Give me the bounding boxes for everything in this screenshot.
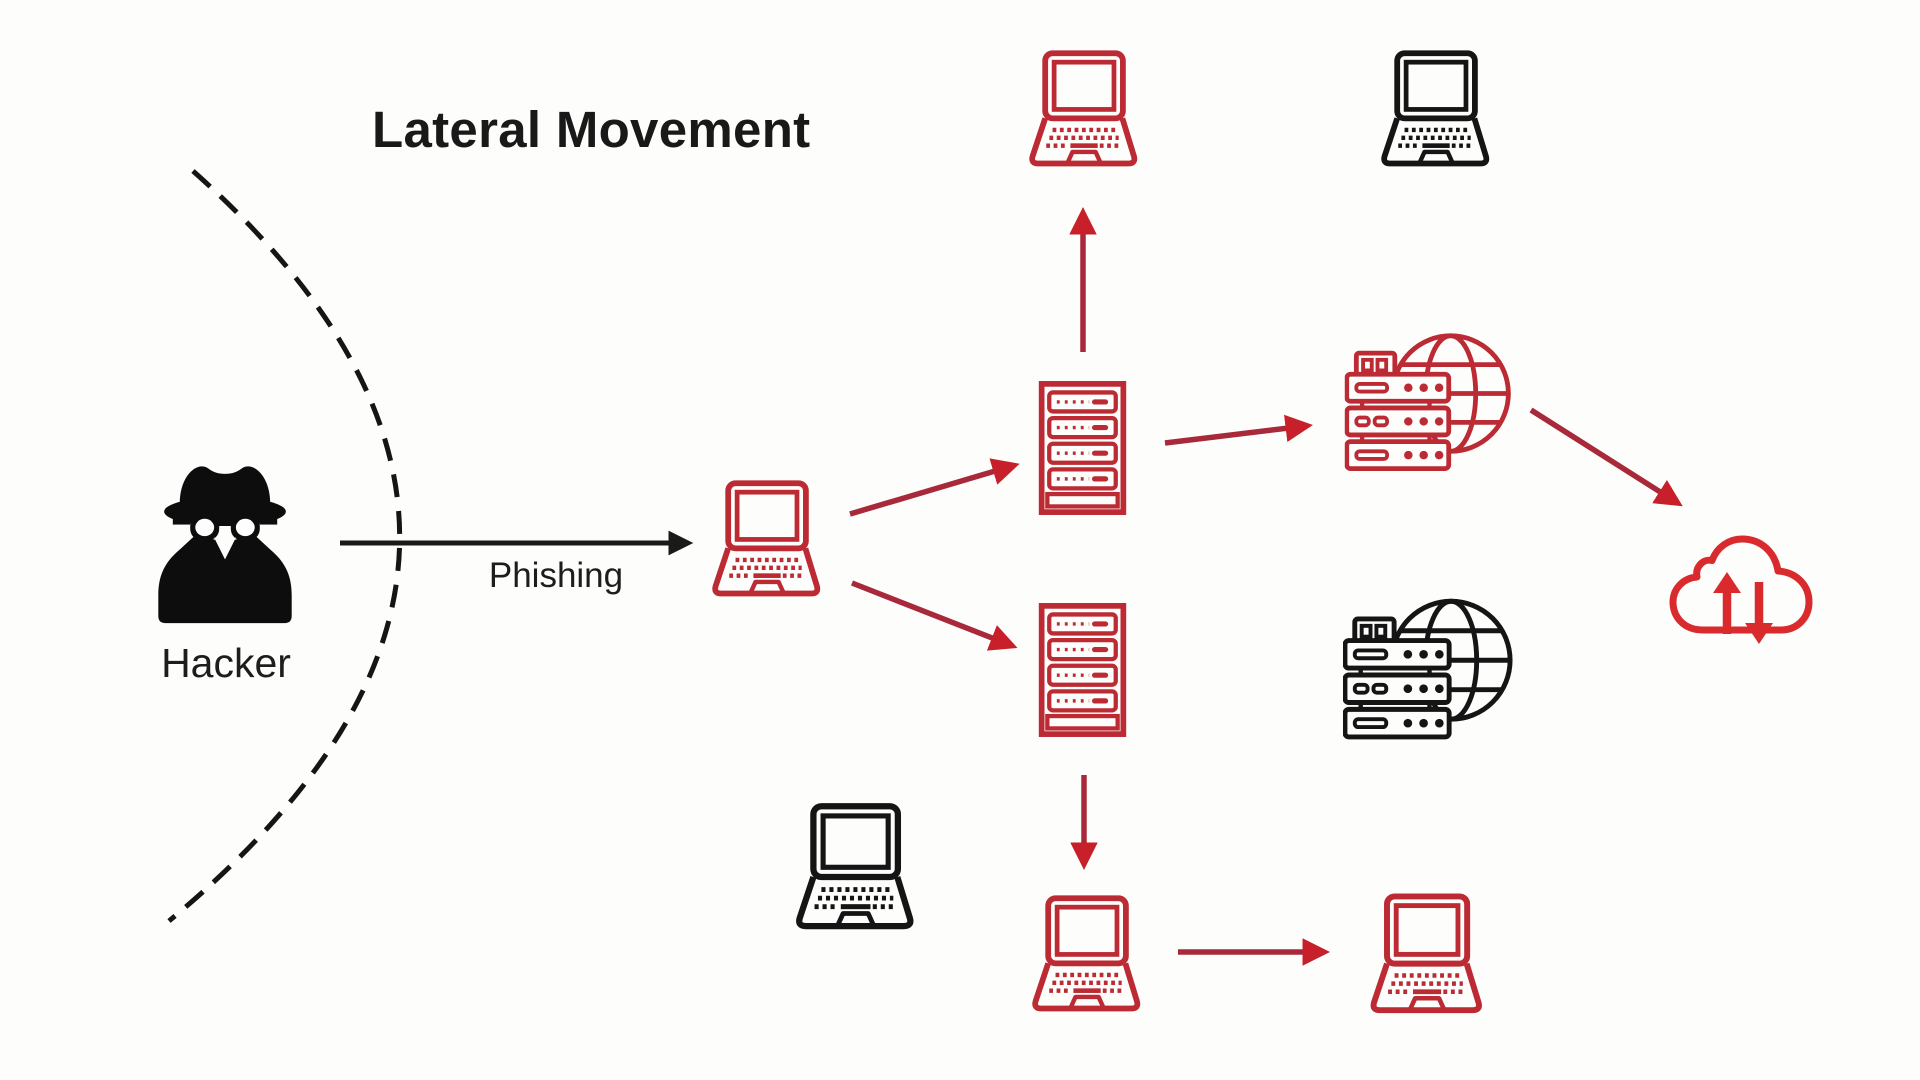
- laptop-patient-zero-icon: [703, 476, 829, 606]
- hacker-label: Hacker: [161, 640, 291, 686]
- page-title: Lateral Movement: [372, 101, 811, 158]
- laptop-bottom-compromised-b-icon: [1360, 891, 1492, 1021]
- server-rack-b-icon: [1035, 600, 1130, 740]
- server-rack-a-icon: [1035, 379, 1130, 517]
- web-server-compromised-icon: [1343, 330, 1515, 484]
- laptop-bottom-compromised-a-icon: [1023, 891, 1149, 1021]
- hacker-icon: [138, 436, 312, 632]
- arrow-laptop-to-server-b: [850, 580, 1018, 651]
- laptop-mid-clean-icon: [786, 800, 923, 938]
- arrow-laptop-to-server-a: [849, 458, 1020, 517]
- network-perimeter-arc: [167, 169, 402, 923]
- cloud-transfer-icon: [1666, 530, 1818, 658]
- arrow-web-server-to-cloud: [1529, 407, 1683, 507]
- laptop-top-clean-icon: [1372, 46, 1498, 176]
- web-server-clean-icon: [1343, 593, 1515, 755]
- phishing-label: Phishing: [488, 556, 624, 595]
- laptop-top-compromised-icon: [1020, 46, 1146, 176]
- arrow-server-a-to-web-server: [1164, 414, 1313, 446]
